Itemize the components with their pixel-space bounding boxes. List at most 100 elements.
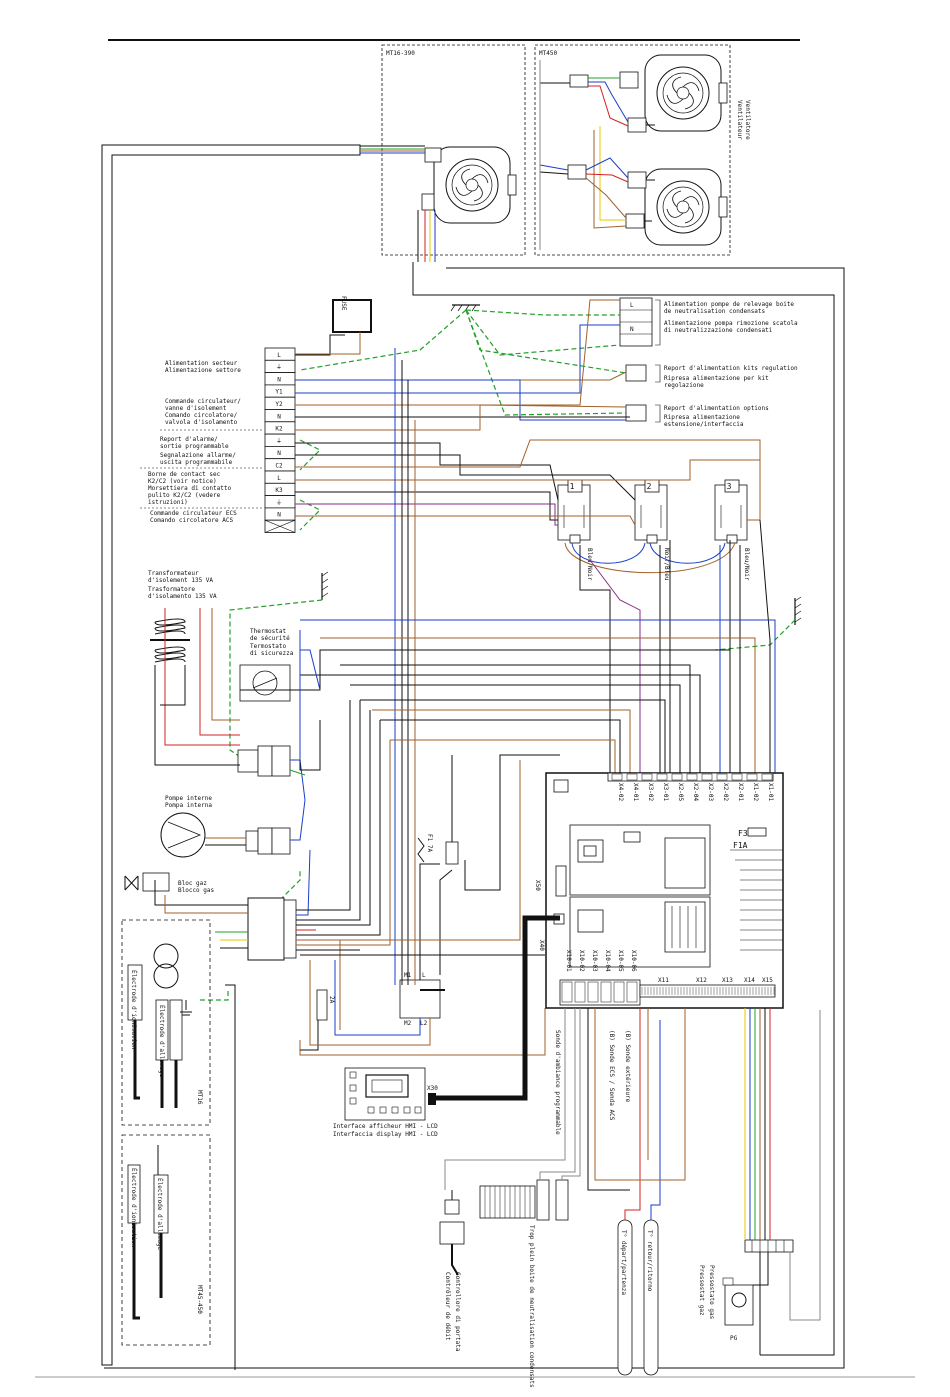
connector-icon: [237, 745, 291, 777]
board-connector-label: X10-01: [565, 950, 572, 972]
board-connector-label: X10-06: [630, 950, 637, 972]
relay-wire-label: Noir/Bleu: [663, 548, 670, 581]
wire: [295, 324, 620, 394]
board-connector-label: X2-04: [692, 783, 699, 801]
board-connector-label: X10-05: [617, 950, 624, 972]
board-lower-wiring: [444, 1008, 821, 1355]
relay-icon: 2: [634, 479, 668, 544]
relay-number: 1: [570, 482, 575, 491]
flow-label-it: Controllore di portata: [454, 1272, 461, 1352]
m2-label: M2: [404, 1020, 412, 1027]
wire: [295, 515, 636, 526]
left-wiring: [154, 608, 360, 1030]
mt16-label: MT16: [196, 1090, 203, 1105]
bus-lines: [240, 299, 776, 1056]
wire: [340, 664, 691, 780]
hmi-label-fr: Interface afficheur HMI - LCD: [333, 1123, 438, 1130]
pump-label-fr2: de neutralisation condensats: [664, 308, 766, 315]
hmi-screen: [365, 1074, 409, 1098]
hmi-connector: [428, 1093, 436, 1105]
board-connector-label: X4-01: [632, 783, 639, 801]
mt45-450-label: MT45-450: [196, 1285, 203, 1314]
relay-link: [564, 542, 736, 574]
board-f3-label: F3: [738, 829, 748, 838]
mt16-390-label: MT16-390: [386, 50, 415, 57]
pump-label-it: Pompa interna: [165, 802, 212, 809]
wire: [296, 710, 371, 926]
thermostat-icon: [252, 670, 278, 696]
outer-cable-right: [104, 267, 845, 1369]
transformer-fr2: d'isolement 135 VA: [148, 577, 213, 584]
sensor-icon: [617, 1160, 641, 1376]
circ-label-it1: Comando circolatore/: [165, 412, 238, 419]
condensate-module: [479, 1179, 569, 1221]
trop-plein-label: Trop plein boite de neutralisation conde…: [528, 1225, 535, 1388]
terminal-label: K2: [275, 426, 283, 433]
wire: [295, 404, 627, 431]
fuse-module-f1: [417, 837, 459, 865]
wire: [500, 619, 776, 780]
terminal-label: N: [277, 376, 281, 383]
mt450-wiring: [539, 60, 655, 250]
outer-cable-inner: [412, 262, 835, 1356]
pump-label-it2: di neutralizzazione condensati: [664, 327, 773, 334]
mt450-label: MT450: [539, 50, 557, 57]
flow-controller: [439, 1190, 465, 1276]
fuse-box: [332, 299, 372, 333]
hmi-label-it: Interfaccia display HMI - LCD: [333, 1131, 438, 1138]
fan-cable-mt16: [360, 145, 436, 262]
pump-label-fr: Pompe interne: [165, 795, 212, 802]
relay-link: [649, 542, 726, 564]
wire: [299, 1008, 546, 1056]
fuse-module-lower: M1 L M2 L2: [399, 972, 445, 1027]
term-l: L: [630, 302, 634, 309]
board-connector-label: X15: [762, 977, 773, 984]
outer-cable-left: [101, 144, 361, 1366]
pump-label-fr1: Alimentation pompe de relevage boite: [664, 301, 794, 308]
wire: [439, 869, 453, 975]
relay-number: 2: [647, 482, 652, 491]
alarm-label-it1: Segnalazione allarme/: [160, 452, 236, 459]
board-connector-label: X10-02: [578, 950, 585, 972]
fuse-label: FUSE: [340, 296, 347, 311]
thermostat-it2: di sicurezza: [250, 650, 294, 657]
mains-label-it: Alimentazione settore: [165, 367, 241, 374]
connector-icon: [421, 193, 435, 211]
wire: [296, 740, 391, 946]
opt-label-it1: Ripresa alimentazione: [664, 414, 740, 421]
terminal-label: N: [277, 413, 281, 420]
relay-number: 3: [727, 482, 732, 491]
kit-label-it1: Ripresa alimentazione per kit: [664, 375, 769, 382]
fuse-2a: 2A: [316, 989, 335, 1021]
fan-label-it: Ventilatore: [744, 100, 751, 140]
mt45-450-electrode-box: [121, 1134, 211, 1346]
circ-label-fr1: Commande circulateur/: [165, 398, 241, 405]
board-connector-label: X4-02: [617, 783, 624, 801]
electrodes-mt16: [127, 964, 192, 1108]
mains-label-fr: Alimentation secteur: [165, 360, 238, 367]
board-connector-label: X1-01: [767, 783, 774, 801]
wire: [295, 439, 761, 521]
terminal-label: ⏚: [276, 438, 282, 445]
wire: [295, 334, 345, 356]
board-connector-label: X2-03: [707, 783, 714, 801]
circ-label-it2: valvola d'isolamento: [165, 419, 238, 426]
wire: [295, 299, 620, 406]
alarm-label-it2: uscita programmabile: [160, 459, 233, 466]
wire: [300, 649, 321, 691]
connector-icon: [245, 827, 291, 855]
kit-label-it2: regolazione: [664, 382, 704, 389]
wire: [372, 709, 631, 780]
terminal-label: L: [277, 352, 281, 359]
contact-label-it2: pulito K2/C2 (vedere: [148, 492, 221, 499]
pressure-switch-icon: [722, 1239, 794, 1326]
main-board: [545, 772, 784, 1009]
term-n: N: [630, 326, 634, 333]
board-connector-label: X2-02: [722, 783, 729, 801]
wire: [589, 559, 641, 780]
ecs-label-fr: Commande circulateur ECS: [150, 510, 237, 517]
l2-label: L2: [420, 1020, 428, 1027]
